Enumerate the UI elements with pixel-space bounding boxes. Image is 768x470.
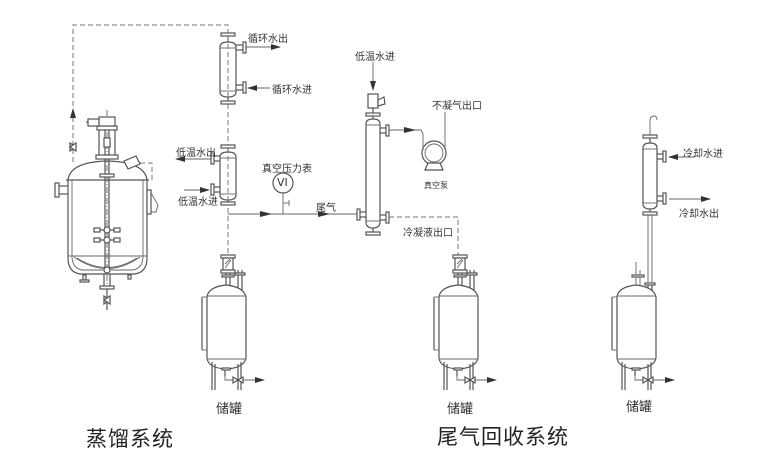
tail-gas-line xyxy=(228,193,360,217)
cooling-water-condenser xyxy=(642,115,711,285)
vacuum-gauge-symbol: VI xyxy=(277,176,288,189)
label-circ-water-out: 循环水出 xyxy=(248,34,288,45)
label-condensate-outlet: 冷凝液出口 xyxy=(403,228,453,239)
label-vacuum-pump: 真空泵 xyxy=(424,181,448,190)
tail-gas-condenser xyxy=(356,62,424,236)
vapor-line xyxy=(68,24,229,162)
label-cooling-water-out: 冷却水出 xyxy=(679,209,719,220)
label-low-temp-water-in-2: 低温水进 xyxy=(355,52,395,63)
circulating-water-condenser xyxy=(219,32,281,105)
reactor-kettle xyxy=(54,110,159,310)
reflux-line xyxy=(140,162,153,180)
label-storage-tank-3: 储罐 xyxy=(626,400,653,415)
label-noncondensable-gas-outlet: 不凝气出口 xyxy=(432,101,482,112)
vacuum-pump xyxy=(421,112,447,171)
agitator-drive xyxy=(86,116,119,160)
impeller-lower xyxy=(93,236,121,244)
label-low-temp-water-in: 低温水进 xyxy=(178,197,218,208)
label-vacuum-gauge: 真空压力表 xyxy=(262,164,312,175)
label-circ-water-in: 循环水进 xyxy=(272,85,312,96)
section-title-distillation: 蒸馏系统 xyxy=(86,427,174,451)
label-storage-tank-2: 储罐 xyxy=(447,402,474,417)
label-tail-gas: 尾气 xyxy=(316,203,336,214)
label-cooling-water-in: 冷却水进 xyxy=(683,149,723,160)
storage-tank-2 xyxy=(433,254,497,390)
storage-tank-1 xyxy=(201,254,265,390)
reactor-top-dome xyxy=(67,160,148,181)
label-storage-tank-1: 储罐 xyxy=(216,402,243,417)
sight-glass xyxy=(123,155,141,170)
storage-tank-3 xyxy=(611,262,675,390)
reactor-body xyxy=(67,180,148,275)
label-low-temp-water-out: 低温水出 xyxy=(176,148,216,159)
condensate-line xyxy=(389,216,459,258)
impeller-upper xyxy=(93,226,121,234)
vacuum-gauge xyxy=(272,172,294,194)
section-title-tail-gas-recovery: 尾气回收系统 xyxy=(437,425,569,449)
low-temp-water-condenser xyxy=(175,144,237,206)
